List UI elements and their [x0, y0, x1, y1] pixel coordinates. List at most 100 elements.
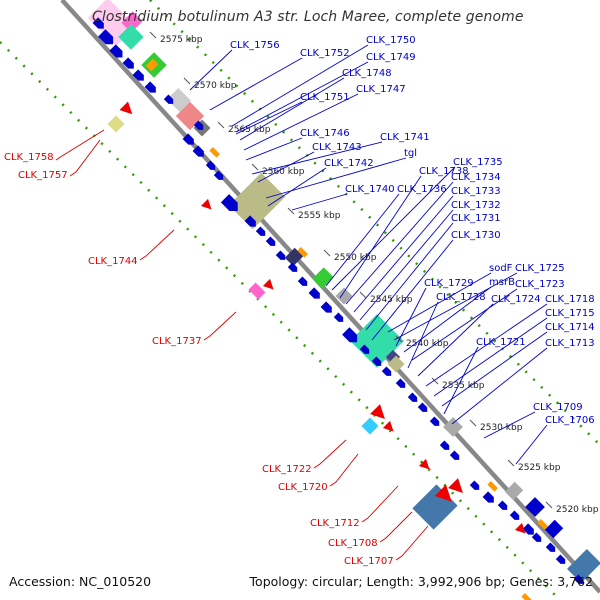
accession-info: Accession: NC_010520 [9, 574, 151, 589]
forward-label-leader [243, 93, 359, 151]
forward-gene-label: CLK_1715 [545, 308, 595, 319]
scale-tick-mark [323, 249, 331, 257]
scale-tick-label: 2550 kbp [334, 253, 377, 263]
forward-gene-label: CLK_1736 [397, 184, 447, 195]
genes-value: 3,762 [557, 574, 593, 589]
forward-gene-27 [439, 440, 450, 450]
length-value: 3,992,906 bp [417, 574, 502, 589]
forward-label-leader [325, 193, 400, 287]
scale-tick-mark [359, 291, 367, 299]
forward-gene-label: CLK_1735 [453, 157, 503, 168]
scale-tick-mark [507, 459, 515, 467]
scale-tick-label: 2560 kbp [262, 167, 305, 177]
forward-gene-2 [122, 57, 134, 69]
genes-label: Genes: [509, 574, 554, 589]
forward-gene-22 [381, 366, 392, 376]
forward-gene-16 [308, 287, 320, 299]
forward-gene-label: CLK_1706 [545, 415, 595, 426]
feature-olive-2 [387, 355, 405, 373]
reverse-gene-label: CLK_1722 [262, 464, 312, 475]
forward-gene-6 [192, 145, 204, 157]
orange-mark-2 [487, 481, 498, 492]
feature-orange [145, 58, 159, 72]
forward-label-leader [417, 303, 494, 377]
orange-mark-4 [521, 593, 532, 600]
feature-pink-2 [248, 282, 266, 300]
reverse-label-leader [139, 229, 175, 261]
accession-value: NC_010520 [79, 574, 152, 589]
scale-tick-label: 2530 kbp [480, 423, 523, 433]
reverse-gene-0 [119, 101, 133, 115]
forward-gene-24 [407, 392, 418, 402]
forward-label-leader [189, 49, 233, 91]
forward-gene-7 [205, 160, 216, 170]
scale-tick-label: 2570 kbp [194, 81, 237, 91]
forward-gene-label: CLK_1721 [476, 337, 526, 348]
reverse-label-leader [395, 525, 429, 561]
forward-gene-label: msrB [489, 277, 515, 288]
forward-gene-31 [497, 500, 508, 510]
scale-tick-mark [149, 31, 157, 39]
forward-gene-18 [333, 312, 344, 322]
feature-pink [121, 11, 143, 33]
reverse-gene-label: CLK_1720 [278, 482, 328, 493]
forward-gene-37 [193, 120, 204, 130]
forward-gene-13 [275, 250, 286, 260]
forward-gene-label: CLK_1733 [451, 186, 501, 197]
forward-gene-40 [573, 574, 584, 584]
genome-title: Clostridium botulinum A3 str. Loch Maree… [92, 9, 524, 25]
forward-gene-19 [342, 327, 358, 343]
forward-gene-14 [287, 262, 298, 272]
forward-gene-0 [98, 29, 114, 45]
forward-gene-30 [482, 491, 494, 503]
forward-label-leader [265, 157, 407, 199]
forward-label-leader [291, 193, 348, 211]
forward-gene-25 [417, 402, 428, 412]
forward-gene-label: CLK_1740 [345, 184, 395, 195]
reverse-gene-2 [262, 278, 274, 290]
forward-gene-label: CLK_1752 [300, 48, 350, 59]
forward-gene-9 [220, 194, 238, 212]
feature-steelblue [412, 484, 458, 530]
forward-gene-8 [213, 170, 224, 180]
forward-label-leader [235, 61, 369, 133]
forward-gene-15 [297, 276, 308, 286]
forward-gene-label: CLK_1728 [436, 292, 486, 303]
feature-yellow [107, 115, 125, 133]
reverse-gene-label: CLK_1744 [88, 256, 138, 267]
reverse-label-leader [203, 311, 237, 341]
reverse-gene-label: CLK_1707 [344, 556, 394, 567]
forward-gene-label: CLK_1741 [380, 132, 430, 143]
forward-label-leader [251, 141, 383, 175]
forward-gene-label: CLK_1749 [366, 52, 416, 63]
forward-gene-5 [182, 133, 194, 145]
forward-gene-11 [255, 226, 266, 236]
forward-gene-32 [509, 510, 520, 520]
forward-gene-label: CLK_1743 [312, 142, 362, 153]
forward-label-leader [443, 346, 479, 415]
forward-gene-label: CLK_1713 [545, 338, 595, 349]
scale-tick-mark [183, 77, 191, 85]
forward-gene-35 [545, 542, 556, 552]
feature-gray [166, 87, 192, 113]
orange-mark-1 [297, 247, 308, 258]
forward-gene-label: CLK_1747 [356, 84, 406, 95]
topology-label: Topology: [249, 574, 309, 589]
forward-gene-33 [522, 523, 534, 535]
forward-label-leader [339, 175, 422, 299]
forward-gene-label: tgl [404, 148, 417, 159]
feature-gray-2 [335, 287, 353, 305]
forward-gene-label: CLK_1742 [324, 158, 374, 169]
reverse-gene-4 [382, 420, 394, 432]
forward-gene-label: CLK_1714 [545, 322, 595, 333]
reverse-label-leader [329, 453, 359, 487]
forward-gene-21 [371, 356, 382, 366]
reverse-gene-label: CLK_1737 [152, 336, 202, 347]
feature-gray-4 [504, 481, 524, 501]
forward-label-leader [239, 77, 345, 141]
scale-tick-mark [545, 501, 553, 509]
forward-label-leader [393, 272, 518, 341]
scale-tick-mark [287, 207, 295, 215]
feature-cyan [361, 417, 379, 435]
feature-navy [284, 247, 304, 267]
